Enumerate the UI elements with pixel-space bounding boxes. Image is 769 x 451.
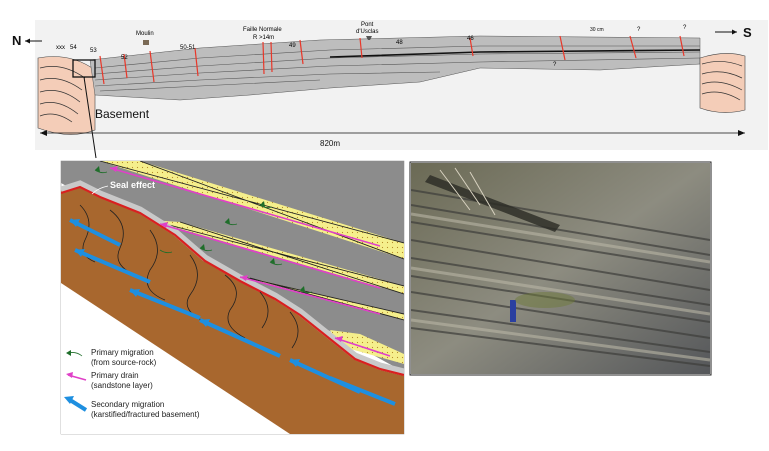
label-48: 48 [396, 40, 403, 46]
distance-arrow-right [738, 130, 745, 136]
sandstone-layer-1 [100, 161, 404, 259]
faults [99, 35, 685, 85]
marker-bed [329, 49, 701, 58]
label-moulin: Moulin [136, 31, 154, 37]
distance-label: 820m [320, 139, 340, 148]
legend-primary-drain-line2: (sandstone layer) [91, 381, 153, 390]
secondary-arrowhead-1 [70, 219, 80, 227]
basement-label: Basement [95, 107, 150, 121]
rock-highlights [411, 212, 710, 362]
legend-primary-migration-line1: Primary migration [91, 348, 154, 357]
seal-surface [61, 185, 404, 377]
label-xxx: xxx [56, 45, 65, 51]
hammer-scale [510, 300, 516, 322]
fallen-log [425, 175, 560, 232]
legend-item-secondary-migration: Secondary migration (karstified/fracture… [64, 396, 200, 419]
secondary-migration-arrows [69, 218, 396, 406]
north-label: N [12, 33, 21, 48]
label-49: 49 [289, 43, 296, 49]
secondary-arrowhead-3 [130, 289, 140, 297]
sandstone-layer-2 [150, 220, 404, 294]
primary-migration-arrowheads [95, 166, 305, 292]
south-label: S [743, 25, 752, 40]
north-basement-folds [39, 66, 86, 123]
secondary-arrowhead-2 [75, 249, 85, 257]
cross-section: 820m N S xxx 54 53 52 Moulin 50-51 Faill… [12, 20, 768, 159]
bedding-lines [94, 45, 701, 92]
bridge-icon [366, 36, 372, 40]
roots [439, 167, 496, 216]
outcrop-photo [409, 161, 712, 376]
bed-boundaries [99, 161, 404, 321]
legend: Primary migration (from source-rock) Pri… [64, 348, 200, 419]
primary-migration-legend-arrowhead [66, 350, 71, 356]
drain-arrowhead-1 [110, 166, 118, 172]
drain-arrowhead-3 [240, 275, 248, 281]
moss-patch [515, 292, 575, 308]
distance-arrow-left [40, 130, 47, 136]
secondary-arrowhead-5 [290, 359, 300, 367]
legend-background [61, 283, 290, 434]
legend-primary-migration-line2: (from source-rock) [91, 358, 157, 367]
label-46: 46 [467, 36, 474, 42]
label-q2: ? [683, 25, 687, 31]
legend-item-primary-migration: Primary migration (from source-rock) [66, 348, 157, 367]
karst-fractures [79, 204, 299, 349]
moulin-icon [143, 40, 149, 45]
label-53: 53 [90, 48, 97, 54]
primary-drain-lines [109, 167, 391, 357]
primary-migration-arrows [94, 169, 313, 294]
rock-face [411, 163, 710, 374]
zoom-leader-line [83, 76, 97, 159]
legend-secondary-migration-line2: (karstified/fractured basement) [91, 410, 200, 419]
seal-effect-label: Seal effect [110, 180, 155, 190]
secondary-arrowhead-4 [200, 319, 210, 327]
sandstone-layer-4 [330, 330, 404, 364]
secondary-migration-legend-arrowhead [64, 396, 74, 404]
south-arrowhead-icon [732, 29, 737, 35]
label-q3: ? [553, 62, 557, 68]
legend-item-primary-drain: Primary drain (sandstone layer) [66, 371, 153, 390]
south-basement-folds [701, 61, 743, 101]
label-54: 54 [70, 45, 77, 51]
legend-primary-drain-line1: Primary drain [91, 371, 139, 380]
primary-drain-legend-arrowhead [66, 372, 73, 378]
secondary-migration-legend-icon [68, 398, 88, 412]
seal-band [61, 180, 404, 376]
north-arrowhead-icon [25, 38, 30, 44]
label-faille-normale: Faille Normale [243, 27, 282, 33]
legend-secondary-migration-line1: Secondary migration [91, 400, 164, 409]
drain-arrowhead-2 [160, 222, 168, 228]
seal-effect-pointer [91, 185, 109, 195]
drain-arrowhead-4 [335, 336, 343, 342]
migration-detail-diagram: Seal effect Primary migration (from sour… [60, 160, 405, 435]
label-rejet: R >14m [253, 35, 274, 41]
label-52: 52 [121, 55, 128, 61]
label-pont: Pont [361, 22, 374, 28]
label-q1: ? [637, 27, 641, 33]
label-50-51: 50-51 [180, 45, 196, 51]
north-basement [37, 56, 96, 135]
label-30cm: 30 cm [590, 27, 604, 33]
label-usclas: d'Usclas [356, 29, 379, 35]
